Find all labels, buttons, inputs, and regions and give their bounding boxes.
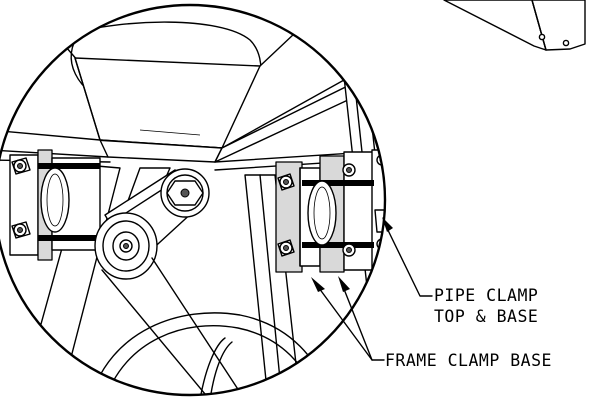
callout-pipe-clamp-line1: PIPE CLAMP [434, 286, 538, 305]
bracket-fragment [443, 0, 586, 51]
detail-circle [0, 3, 387, 397]
hex-bolt [160, 168, 210, 218]
pulley [94, 212, 158, 280]
right-pipe-clamp [275, 149, 385, 273]
callout-pipe-clamp-line2: TOP & BASE [434, 307, 538, 326]
detail-view [0, 5, 385, 395]
callout-frame-clamp-base: FRAME CLAMP BASE [385, 351, 552, 370]
leader-pipe-clamp [382, 217, 433, 297]
leader-frame-clamp [311, 276, 385, 361]
left-pipe-clamp [9, 149, 101, 261]
